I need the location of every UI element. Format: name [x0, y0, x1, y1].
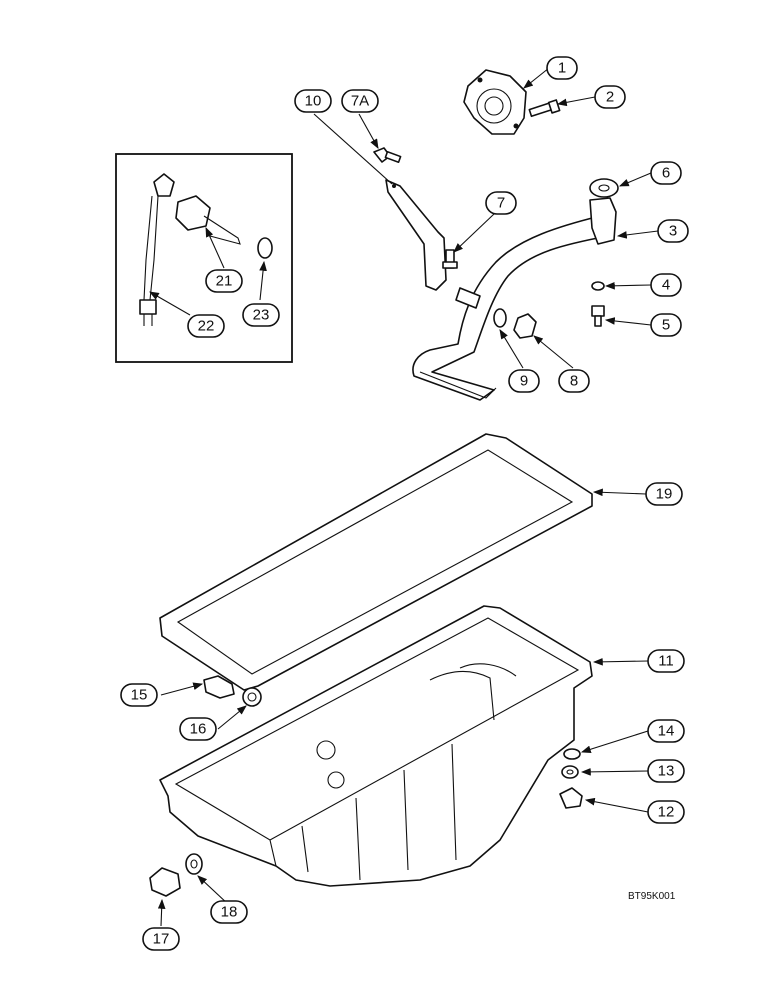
callout-7: 7 — [485, 191, 517, 215]
washer-and-nut-8-9 — [493, 308, 537, 339]
callout-10: 10 — [294, 89, 332, 113]
svg-text:3: 3 — [669, 223, 677, 240]
callout-13: 13 — [647, 759, 685, 783]
plug-and-washer-17-18 — [149, 853, 203, 897]
callout-22: 22 — [187, 314, 225, 338]
callout-23: 23 — [242, 303, 280, 327]
svg-text:23: 23 — [253, 307, 270, 324]
leader-lines — [149, 67, 659, 927]
oil-level-sensor-inset — [115, 153, 293, 363]
svg-text:14: 14 — [658, 723, 675, 740]
svg-text:22: 22 — [198, 318, 215, 335]
bracket-bolt-7a — [373, 147, 402, 164]
svg-text:13: 13 — [658, 763, 675, 780]
drain-plug-and-washers — [559, 748, 583, 809]
callout-7a: 7A — [341, 89, 379, 113]
callout-9: 9 — [508, 369, 540, 393]
svg-text:11: 11 — [658, 653, 674, 670]
callout-15: 15 — [120, 683, 158, 707]
washer-and-bolt-4-5 — [591, 281, 605, 327]
svg-text:12: 12 — [658, 804, 675, 821]
svg-text:10: 10 — [305, 93, 322, 110]
callout-14: 14 — [647, 719, 685, 743]
svg-text:1: 1 — [558, 60, 566, 77]
callout-2: 2 — [594, 85, 626, 109]
callout-16: 16 — [179, 717, 217, 741]
svg-text:17: 17 — [153, 931, 170, 948]
svg-text:16: 16 — [190, 721, 207, 738]
oil-pan — [159, 605, 593, 887]
callout-19: 19 — [645, 482, 683, 506]
callout-5: 5 — [650, 313, 682, 337]
svg-text:7A: 7A — [351, 93, 369, 110]
callout-21: 21 — [205, 269, 243, 293]
svg-text:9: 9 — [520, 373, 528, 390]
bracket-bolt-7 — [442, 249, 458, 269]
figure-code: BT95K001 — [628, 891, 676, 902]
svg-text:19: 19 — [656, 486, 673, 503]
svg-text:7: 7 — [497, 195, 505, 212]
callout-18: 18 — [210, 900, 248, 924]
svg-text:8: 8 — [570, 373, 578, 390]
tube-gasket — [589, 178, 619, 198]
callout-17: 17 — [142, 927, 180, 951]
callout-12: 12 — [647, 800, 685, 824]
pickup-support-bracket — [385, 179, 447, 291]
svg-text:21: 21 — [216, 273, 233, 290]
callout-8: 8 — [558, 369, 590, 393]
callout-6: 6 — [650, 161, 682, 185]
svg-text:4: 4 — [662, 277, 670, 294]
oil-pump — [463, 69, 527, 135]
svg-text:18: 18 — [221, 904, 238, 921]
callout-11: 11 — [647, 649, 685, 673]
oil-pan-gasket — [159, 433, 593, 691]
svg-text:5: 5 — [662, 317, 670, 334]
pump-bolt — [528, 99, 561, 118]
svg-text:2: 2 — [606, 89, 614, 106]
callout-3: 3 — [657, 219, 689, 243]
svg-text:6: 6 — [662, 165, 670, 182]
callout-4: 4 — [650, 273, 682, 297]
svg-text:15: 15 — [131, 687, 148, 704]
callout-1: 1 — [546, 56, 578, 80]
oil-suction-tube — [412, 197, 617, 401]
plug-and-washer-15-16 — [203, 675, 262, 707]
